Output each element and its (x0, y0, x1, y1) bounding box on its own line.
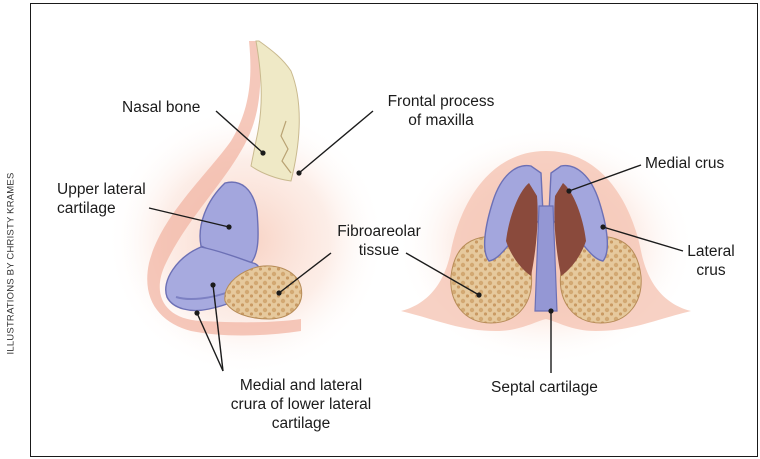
label-nasal-bone-text: Nasal bone (122, 99, 200, 116)
label-medial-crus: Medial crus (645, 154, 724, 173)
dot-frontal-process (296, 170, 301, 175)
label-frontal-process-line2: of maxilla (371, 111, 511, 130)
label-medial-crus-text: Medial crus (645, 155, 724, 172)
dot-fibroareolar-right (476, 292, 481, 297)
dot-septal (548, 308, 553, 313)
illustration-credit: ILLUSTRATIONS BY CHRISTY KRAMES (0, 0, 22, 459)
dot-medial-lateral-1 (194, 310, 199, 315)
label-medial-lateral-line1: Medial and lateral (191, 376, 411, 395)
label-frontal-process-line1: Frontal process (371, 92, 511, 111)
label-fibroareolar-line2: tissue (329, 241, 429, 260)
label-medial-lateral-line2: crura of lower lateral (191, 395, 411, 414)
label-lateral-crus: Lateral crus (671, 242, 751, 280)
anatomy-figure-frame: Nasal bone Frontal process of maxilla Up… (30, 3, 758, 457)
dot-medial-lateral-2 (210, 282, 215, 287)
label-upper-lateral-cartilage: Upper lateral cartilage (57, 180, 146, 218)
credit-text: ILLUSTRATIONS BY CHRISTY KRAMES (6, 172, 17, 354)
septal-cartilage-shape (535, 206, 557, 311)
lateral-view-nose (106, 41, 386, 376)
label-fibroareolar-tissue: Fibroareolar tissue (329, 222, 429, 260)
label-medial-lateral-crura: Medial and lateral crura of lower latera… (191, 376, 411, 433)
label-lateral-crus-line2: crus (671, 261, 751, 280)
dot-nasal-bone (260, 150, 265, 155)
label-upper-lateral-line1: Upper lateral (57, 180, 146, 199)
label-upper-lateral-line2: cartilage (57, 199, 146, 218)
label-medial-lateral-line3: cartilage (191, 414, 411, 433)
label-fibroareolar-line1: Fibroareolar (329, 222, 429, 241)
label-septal-cartilage: Septal cartilage (491, 378, 598, 397)
dot-lateral-crus (600, 224, 605, 229)
dot-upper-lateral (226, 224, 231, 229)
dot-medial-crus (566, 188, 571, 193)
label-septal-cartilage-text: Septal cartilage (491, 379, 598, 396)
label-lateral-crus-line1: Lateral (671, 242, 751, 261)
label-frontal-process: Frontal process of maxilla (371, 92, 511, 130)
dot-fibroareolar-left (276, 290, 281, 295)
label-nasal-bone: Nasal bone (122, 98, 200, 117)
